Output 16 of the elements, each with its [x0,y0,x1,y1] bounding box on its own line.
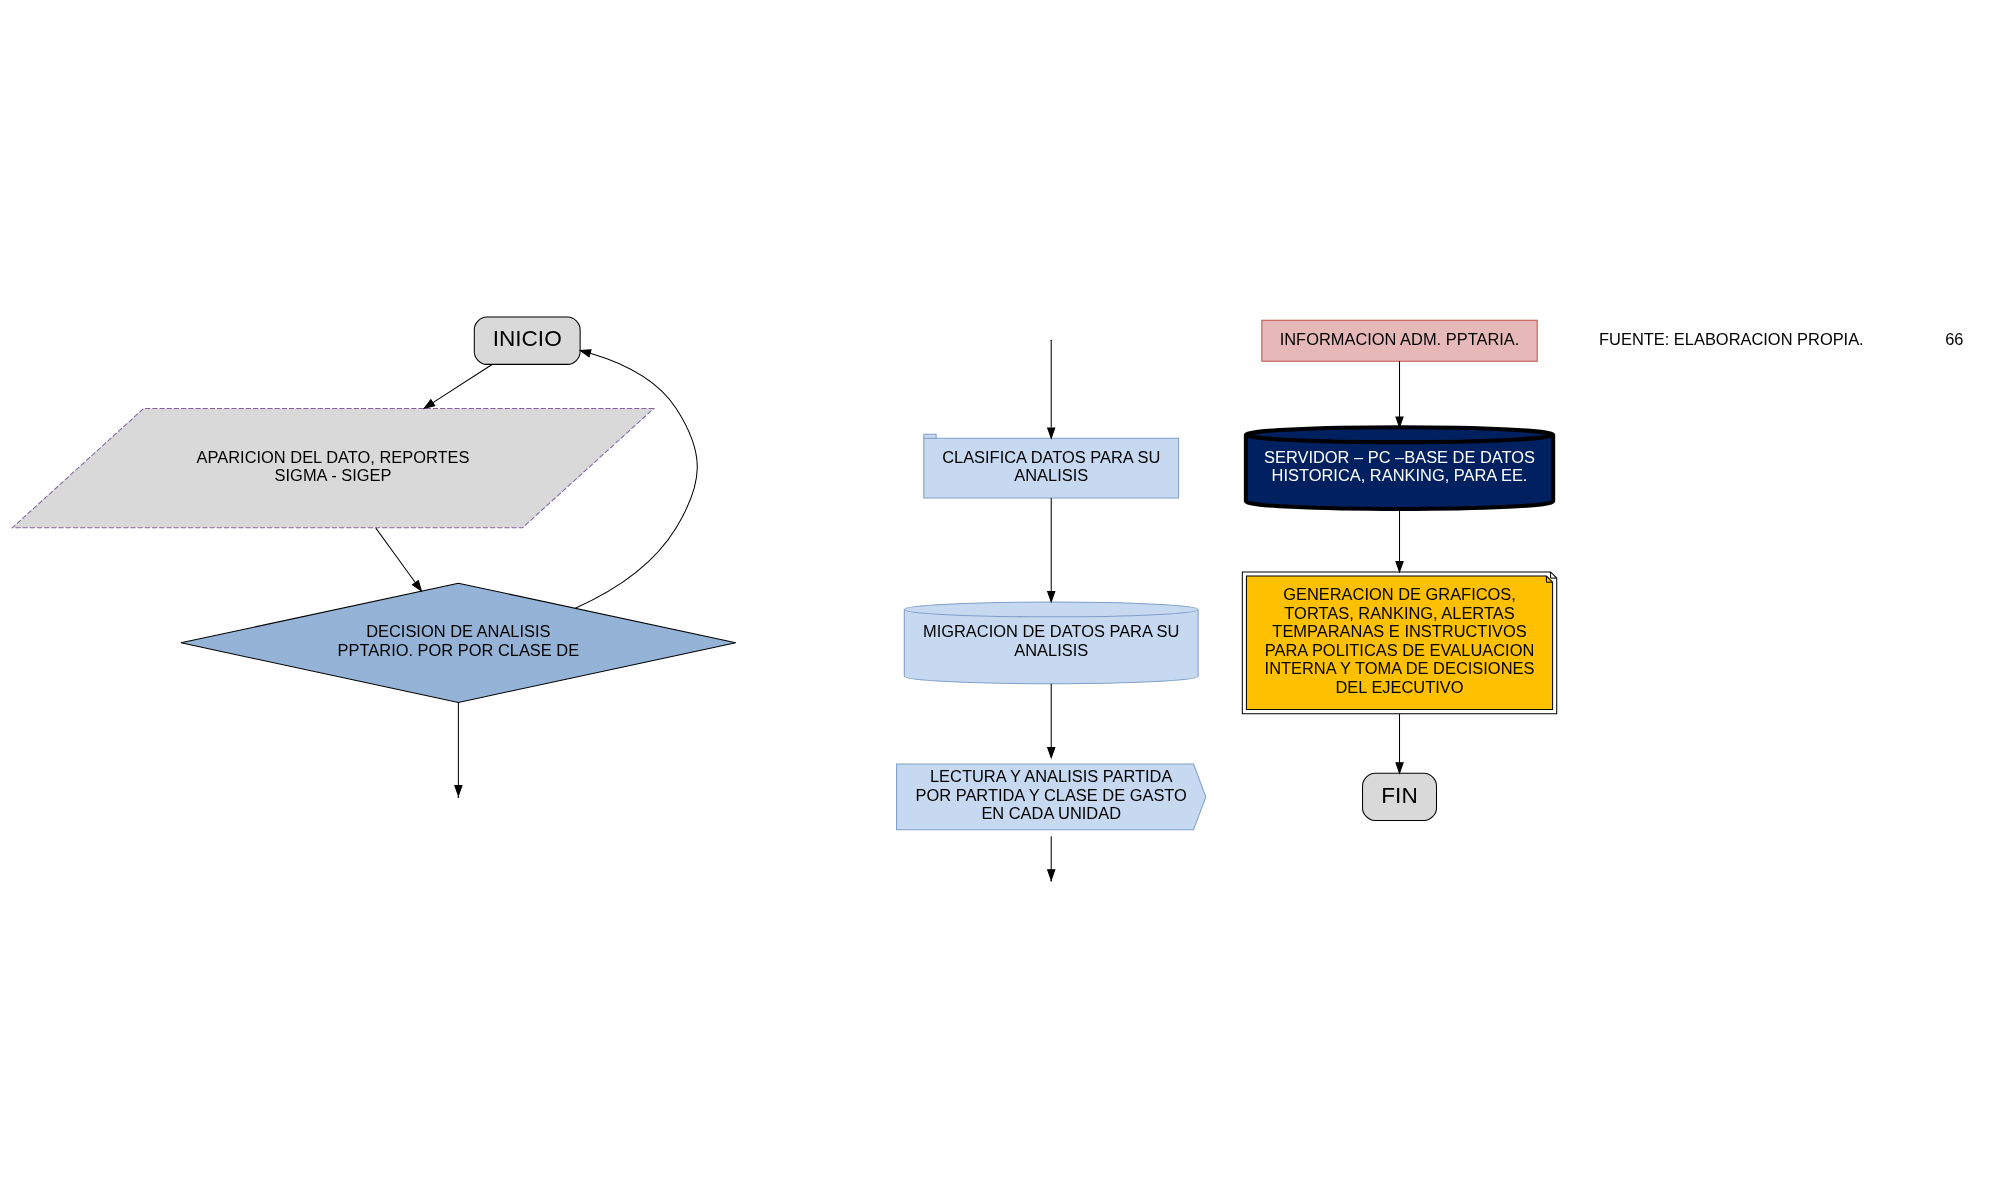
arrow [454,701,463,797]
arrow [1046,340,1056,440]
node-diamond: DECISION DE ANALISIS PPTARIO. POR POR CLASE DE [180,582,737,703]
arrow [574,348,698,609]
label: 66 [1945,329,1964,348]
arrow [375,527,423,592]
arrow [1395,360,1404,429]
label: FUENTE: ELABORACION PROPIA. [1599,329,1864,348]
node-box: INICIO [473,316,581,365]
arrow [422,363,493,409]
arrow [1046,497,1056,603]
node-box: INFORMACION ADM. PPTARIA. [1261,319,1538,362]
arrow [1046,682,1056,759]
arrow [1395,713,1404,775]
node-box: FIN [1362,772,1438,821]
arrow [1395,508,1404,573]
